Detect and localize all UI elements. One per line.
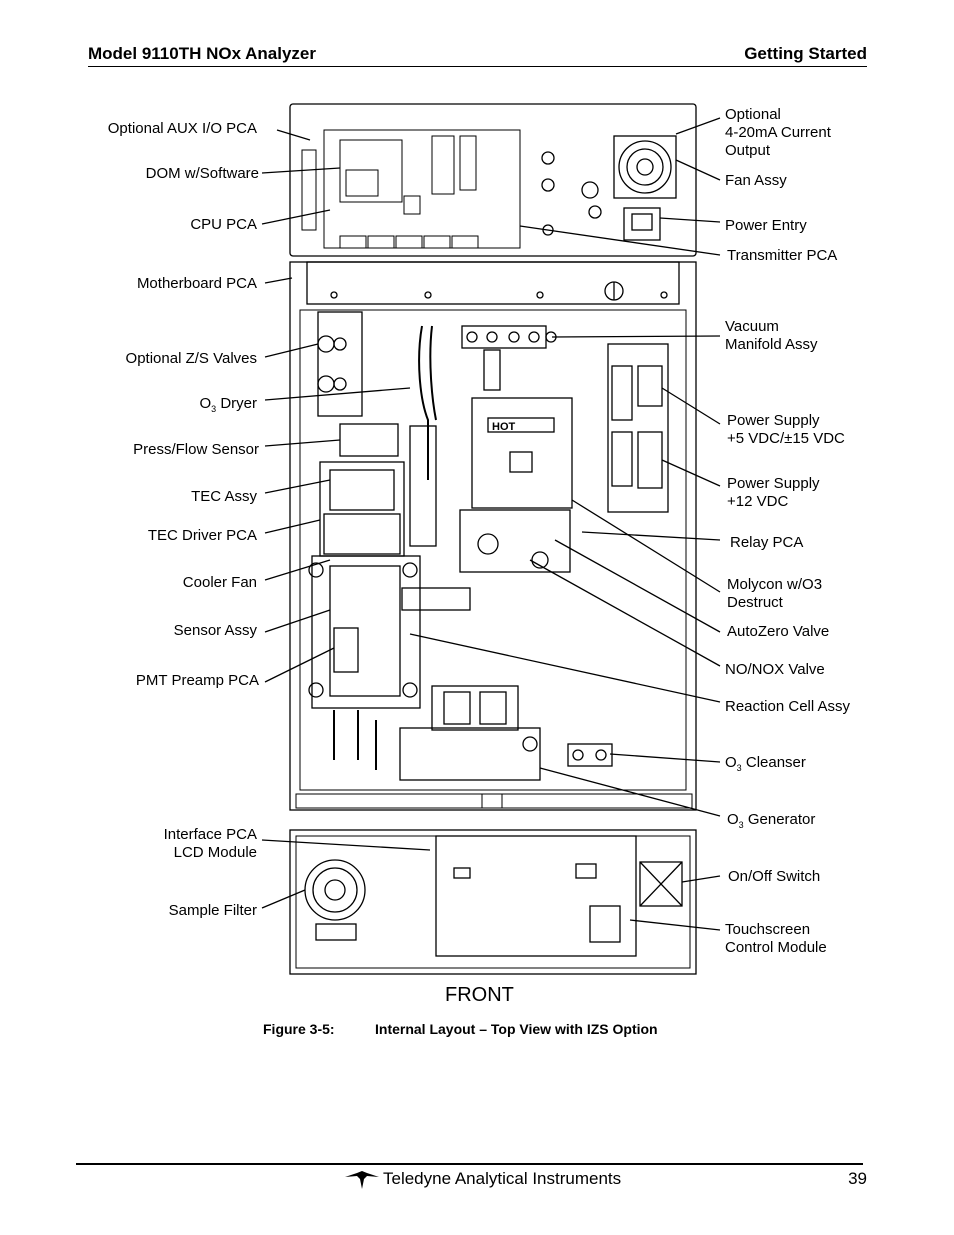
sensor-assy-shape <box>311 555 421 709</box>
label-sensor-assy: Sensor Assy <box>173 622 257 639</box>
header-section-title: Getting Started <box>744 44 867 63</box>
label-manifold-assy: Manifold Assy <box>725 336 818 353</box>
label-press-flow-sensor: Press/Flow Sensor <box>133 441 259 458</box>
label-optional-zs-valves: Optional Z/S Valves <box>125 350 257 367</box>
label-relay-pca: Relay PCA <box>730 534 804 551</box>
label-pmt-preamp-pca: PMT Preamp PCA <box>135 672 259 689</box>
tec-assy-shape <box>319 461 405 557</box>
label-tec-driver-pca: TEC Driver PCA <box>147 527 257 544</box>
label-power-supply-2: Power Supply <box>727 475 820 492</box>
label-output: Output <box>725 142 771 159</box>
label-cooler-fan: Cooler Fan <box>182 574 257 591</box>
label-lcd-module: LCD Module <box>173 844 257 861</box>
footer-company: Teledyne Analytical Instruments <box>383 1169 622 1188</box>
front-label: FRONT <box>445 984 514 1006</box>
label-autozero-valve: AutoZero Valve <box>727 623 830 640</box>
label-tec-assy: TEC Assy <box>191 488 257 505</box>
reaction-cell-shape <box>399 727 541 781</box>
header-rule <box>88 66 867 67</box>
label-vacuum: Vacuum <box>725 318 779 335</box>
power-entry-shape <box>623 207 661 241</box>
label-o3-cleanser: O3 Cleanser <box>725 754 806 773</box>
label-molycon: Molycon w/O3 <box>727 576 823 593</box>
label-no-nox-valve: NO/NOX Valve <box>725 661 825 678</box>
label-dom-software: DOM w/Software <box>145 165 259 182</box>
label-control-module: Control Module <box>725 939 827 956</box>
footer-page-number: 39 <box>848 1169 867 1188</box>
rear-panel <box>289 103 697 257</box>
sample-filter-shape <box>304 859 366 921</box>
hot-box <box>471 397 573 509</box>
label-destruct: Destruct <box>727 594 783 611</box>
label-motherboard-pca: Motherboard PCA <box>136 275 257 292</box>
label-cpu-pca: CPU PCA <box>190 216 257 233</box>
zs-valves-shape <box>317 311 363 417</box>
onoff-switch-shape <box>639 861 683 907</box>
figure-caption-text: Internal Layout – Top View with IZS Opti… <box>375 1021 658 1037</box>
press-flow-shape <box>339 423 399 457</box>
label-interface-pca: Interface PCA <box>163 826 257 843</box>
label-o3-generator: O3 Generator <box>727 811 816 830</box>
teledyne-logo-icon <box>345 1171 379 1189</box>
label-optional: Optional <box>725 106 781 123</box>
label-power-supply-1-voltage: +5 VDC/±15 VDC <box>727 430 845 447</box>
label-onoff-switch: On/Off Switch <box>728 868 821 885</box>
label-transmitter-pca: Transmitter PCA <box>727 247 838 264</box>
label-sample-filter: Sample Filter <box>168 902 257 919</box>
label-reaction-cell-assy: Reaction Cell Assy <box>725 698 851 715</box>
fan-assy-shape <box>613 135 677 199</box>
hot-label: HOT <box>492 421 516 433</box>
front-panel <box>289 829 697 975</box>
label-power-entry: Power Entry <box>725 217 807 234</box>
label-4-20ma-current: 4-20mA Current <box>725 124 831 141</box>
label-optional-aux-io-pca: Optional AUX I/O PCA <box>107 120 257 137</box>
label-touchscreen: Touchscreen <box>725 921 811 938</box>
label-power-supply-1: Power Supply <box>727 412 820 429</box>
o3-dryer-shape <box>418 325 429 480</box>
touchscreen-board <box>435 835 637 957</box>
vacuum-manifold-shape <box>461 325 547 349</box>
power-supply-shape <box>607 343 669 513</box>
label-fan-assy: Fan Assy <box>725 172 787 189</box>
dom-board <box>339 139 403 203</box>
figure-caption-number: Figure 3-5: <box>263 1021 335 1037</box>
label-o3-dryer: O3 Dryer <box>199 395 257 414</box>
label-power-supply-2-voltage: +12 VDC <box>727 493 789 510</box>
header-model-title: Model 9110TH NOx Analyzer <box>88 44 317 63</box>
rear-pca-board <box>323 129 521 249</box>
footer-rule <box>76 1163 863 1165</box>
internal-layout-diagram: HOT <box>261 103 721 975</box>
o3-cleanser-shape <box>567 743 613 767</box>
